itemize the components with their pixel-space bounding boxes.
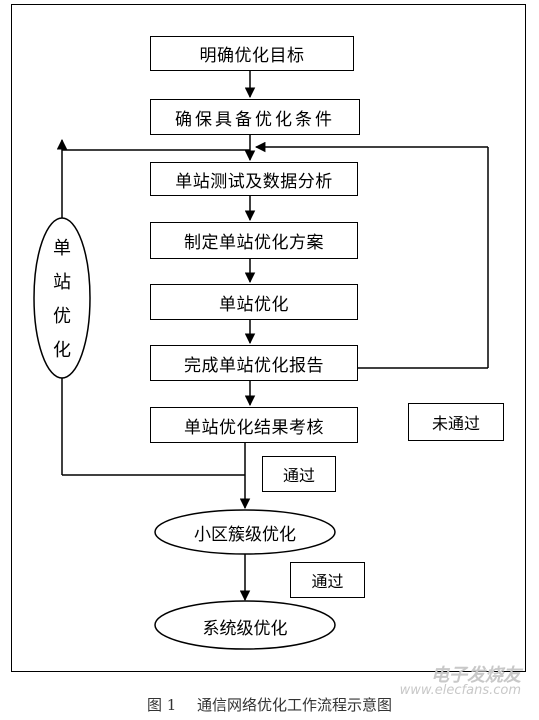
figure-title: 通信网络优化工作流程示意图 — [197, 696, 393, 714]
loop-label-char: 化 — [53, 340, 71, 361]
step-2-box: 确保具备优化条件 — [150, 99, 360, 135]
passed-label-2: 通过 — [290, 562, 365, 598]
step-6-label: 完成单站优化报告 — [184, 355, 324, 376]
step-1-box: 明确优化目标 — [150, 36, 354, 71]
step-3-box: 单站测试及数据分析 — [150, 162, 358, 196]
step-9-label: 系统级优化 — [202, 619, 288, 639]
loop-label-char: 优 — [53, 306, 71, 327]
passed-label-1: 通过 — [262, 456, 336, 492]
ellipse-s8 — [154, 509, 336, 555]
step-6-box: 完成单站优化报告 — [150, 345, 358, 381]
watermark: 电子发烧友 www.elecfans.com — [399, 665, 521, 699]
loop-ellipse — [33, 217, 91, 379]
step-5-box: 单站优化 — [150, 284, 358, 320]
not-passed-label: 未通过 — [408, 403, 504, 441]
loop-label-char: 站 — [53, 272, 71, 293]
figure-number: 图 1 — [146, 696, 177, 714]
step-3-label: 单站测试及数据分析 — [175, 171, 333, 192]
step-5-label: 单站优化 — [219, 294, 289, 315]
step-7-box: 单站优化结果考核 — [150, 407, 358, 443]
loop-label: 单 站 优 化 — [50, 232, 74, 368]
step-4-box: 制定单站优化方案 — [150, 222, 358, 259]
step-4-label: 制定单站优化方案 — [184, 233, 324, 253]
step-8-label: 小区簇级优化 — [194, 525, 296, 545]
watermark-line-1: 电子发烧友 — [431, 665, 521, 686]
ellipse-s9 — [154, 600, 336, 650]
figure-caption: 图 1 通信网络优化工作流程示意图 — [0, 694, 539, 715]
step-1-label: 明确优化目标 — [199, 46, 305, 66]
loop-label-char: 单 — [53, 238, 71, 259]
watermark-line-2: www.elecfans.com — [399, 683, 521, 698]
step-2-label: 确保具备优化条件 — [175, 109, 335, 130]
step-7-label: 单站优化结果考核 — [184, 417, 324, 438]
